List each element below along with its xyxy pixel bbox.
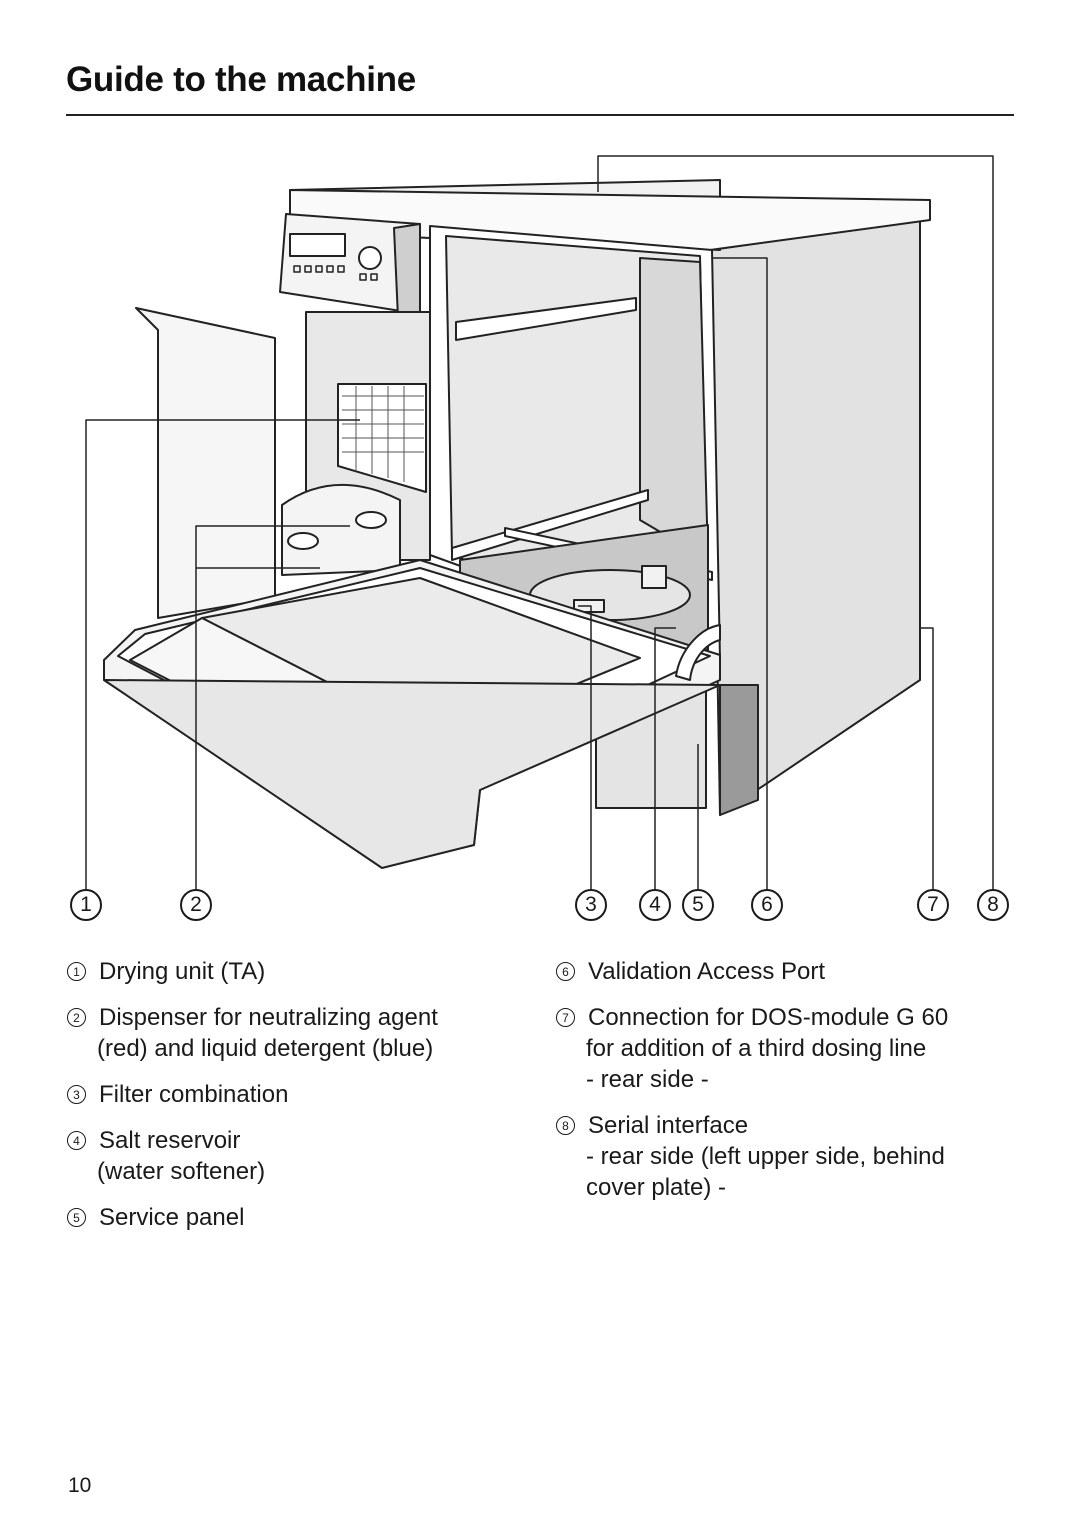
legend-text: Validation Access Port: [588, 958, 826, 985]
legend-item-service-panel: 5 Service panel: [67, 1202, 507, 1233]
control-panel: [279, 213, 421, 319]
legend-item-filter: 3 Filter combination: [67, 1079, 507, 1110]
legend-number: 1: [67, 962, 86, 981]
legend-number: 6: [556, 962, 575, 981]
legend-text: (red) and liquid detergent (blue): [97, 1035, 434, 1062]
legend-text: cover plate) -: [586, 1174, 727, 1201]
legend-text: for addition of a third dosing line: [586, 1035, 927, 1062]
legend-item-salt-reservoir: 4 Salt reservoir (water softener): [67, 1125, 507, 1187]
legend-text: Filter combination: [99, 1081, 289, 1108]
legend-text: (water softener): [97, 1158, 266, 1185]
legend-number: 5: [67, 1208, 86, 1227]
machine-illustration: [85, 155, 994, 890]
callout-8: 8: [977, 889, 1009, 921]
legend-item-serial-interface: 8 Serial interface - rear side (left upp…: [556, 1110, 1016, 1203]
legend-text: - rear side (left upper side, behind: [586, 1143, 945, 1170]
legend-item-validation-port: 6 Validation Access Port: [556, 956, 1016, 987]
legend-text: Salt reservoir: [99, 1127, 241, 1154]
legend-text: Connection for DOS-module G 60: [588, 1004, 949, 1031]
legend-text: Serial interface: [588, 1112, 749, 1139]
page-number: 10: [68, 1474, 92, 1497]
callout-5: 5: [682, 889, 714, 921]
legend-item-dispenser: 2 Dispenser for neutralizing agent (red)…: [67, 1002, 507, 1064]
storage-compartment: [281, 311, 431, 576]
callout-4: 4: [639, 889, 671, 921]
callout-6: 6: [751, 889, 783, 921]
legend-text: Dispenser for neutralizing agent: [99, 1004, 438, 1031]
legend-text: Drying unit (TA): [99, 958, 266, 985]
legend-number: 8: [556, 1116, 575, 1135]
open-door: [103, 559, 721, 869]
legend-text: Service panel: [99, 1204, 245, 1231]
callout-3: 3: [575, 889, 607, 921]
cabinet: [289, 179, 931, 816]
callout-7: 7: [917, 889, 949, 921]
legend-item-dos-module: 7 Connection for DOS-module G 60 for add…: [556, 1002, 1016, 1095]
legend-number: 4: [67, 1131, 86, 1150]
legend-number: 3: [67, 1085, 86, 1104]
side-panel: [135, 307, 276, 619]
callout-2: 2: [180, 889, 212, 921]
legend-left: 1 Drying unit (TA) 2 Dispenser for neutr…: [67, 956, 507, 1248]
legend-number: 7: [556, 1008, 575, 1027]
legend-text: - rear side -: [586, 1066, 709, 1093]
legend-right: 6 Validation Access Port 7 Connection fo…: [556, 956, 1016, 1218]
page-title: Guide to the machine: [66, 60, 416, 99]
title-rule: [66, 114, 1014, 116]
callout-1: 1: [70, 889, 102, 921]
leader-lines: [85, 155, 994, 890]
legend-item-drying-unit: 1 Drying unit (TA): [67, 956, 507, 987]
legend-number: 2: [67, 1008, 86, 1027]
